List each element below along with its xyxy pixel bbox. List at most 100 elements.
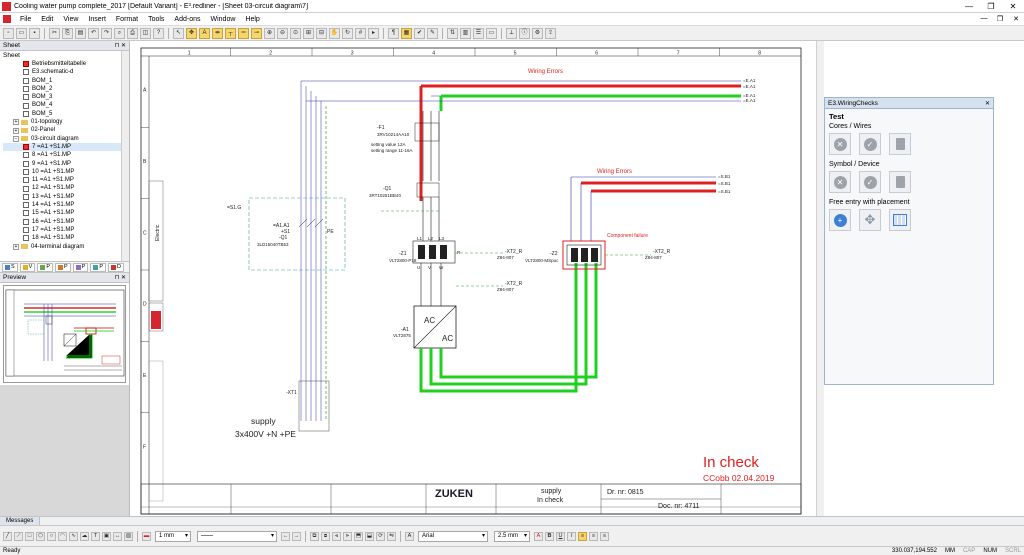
- sheet-checkbox[interactable]: [23, 227, 29, 234]
- wire-reject-button[interactable]: ✕: [829, 133, 851, 155]
- undo-icon[interactable]: ↶: [88, 27, 99, 39]
- align-text-left-icon[interactable]: ≡: [578, 531, 587, 541]
- rectangle-tool-icon[interactable]: □: [25, 531, 34, 541]
- settings-icon[interactable]: ⚙: [532, 27, 543, 39]
- underline-icon[interactable]: U: [556, 531, 565, 541]
- free-entry-table-button[interactable]: [889, 209, 911, 231]
- tree-item[interactable]: BOM_3: [3, 93, 129, 101]
- free-entry-add-button[interactable]: +: [829, 209, 851, 231]
- sheet-checkbox[interactable]: [23, 202, 29, 209]
- arrow-start-icon[interactable]: ←: [281, 531, 290, 541]
- zoom-previous-icon[interactable]: ⊟: [316, 27, 327, 39]
- circle-tool-icon[interactable]: ○: [47, 531, 56, 541]
- menu-window[interactable]: Window: [210, 15, 236, 23]
- sheet-checkbox[interactable]: [23, 144, 29, 151]
- save-icon[interactable]: ▪: [29, 27, 40, 39]
- tree-item[interactable]: 15 =A1 +S1.MP: [3, 209, 129, 217]
- tree-item[interactable]: +01-topology: [3, 118, 129, 126]
- tree-item[interactable]: BOM_5: [3, 110, 129, 118]
- ungroup-icon[interactable]: ⧈: [321, 531, 330, 541]
- sheet-checkbox[interactable]: [23, 160, 29, 167]
- menu-view[interactable]: View: [63, 15, 79, 23]
- select-icon[interactable]: ↖: [173, 27, 184, 39]
- sheet-checkbox[interactable]: [23, 110, 29, 117]
- align-left-icon[interactable]: ⫷: [332, 531, 341, 541]
- tree-item[interactable]: 7 =A1 +S1.MP: [3, 142, 129, 152]
- expand-icon[interactable]: +: [13, 119, 19, 126]
- sheet-checkbox[interactable]: [23, 86, 29, 93]
- hatch-tool-icon[interactable]: ▧: [124, 531, 133, 541]
- doc-restore-button[interactable]: ❐: [996, 16, 1004, 23]
- tree-item[interactable]: +04-terminal diagram: [3, 243, 129, 251]
- sheet-checkbox[interactable]: [23, 218, 29, 225]
- help-icon[interactable]: ?: [153, 27, 164, 39]
- group-icon[interactable]: ⧉: [310, 531, 319, 541]
- highlight-icon[interactable]: ▦: [401, 27, 412, 39]
- polygon-tool-icon[interactable]: ⬠: [36, 531, 45, 541]
- sheet-checkbox[interactable]: [23, 102, 29, 109]
- font-size-select[interactable]: 2.5 mm: [494, 530, 530, 542]
- new-icon[interactable]: ▫: [3, 27, 14, 39]
- device-delete-button[interactable]: [889, 171, 911, 193]
- line-style-select[interactable]: ⎯⎯⎯⎯: [197, 530, 277, 542]
- panel-tab[interactable]: D: [108, 262, 125, 272]
- check-icon[interactable]: ✔: [414, 27, 425, 39]
- panel-pin-icon[interactable]: ⊓ ✕: [114, 43, 126, 49]
- panel-tab[interactable]: P: [37, 262, 54, 272]
- table-icon[interactable]: ▥: [460, 27, 471, 39]
- redline-pin-icon[interactable]: ┬: [225, 27, 236, 39]
- open-icon[interactable]: ▭: [16, 27, 27, 39]
- redline-connect-icon[interactable]: ⊸: [251, 27, 262, 39]
- bold-icon[interactable]: B: [545, 531, 554, 541]
- menu-file[interactable]: File: [20, 15, 32, 23]
- tree-item[interactable]: 8 =A1 +S1.MP: [3, 151, 129, 159]
- export-icon[interactable]: ⇪: [545, 27, 556, 39]
- align-right-icon[interactable]: ⫸: [343, 531, 352, 541]
- sheet-checkbox[interactable]: [23, 185, 29, 192]
- panel-tab[interactable]: P: [90, 262, 107, 272]
- copy-icon[interactable]: ⎘: [62, 27, 73, 39]
- preview-pin-icon[interactable]: ⊓ ✕: [114, 275, 126, 281]
- sheet-checkbox[interactable]: [23, 210, 29, 217]
- preview-icon[interactable]: ◫: [140, 27, 151, 39]
- to-back-icon[interactable]: ⬓: [365, 531, 374, 541]
- cloud-tool-icon[interactable]: ☁: [80, 531, 89, 541]
- doc-minimize-button[interactable]: —: [980, 15, 988, 22]
- arrow-end-icon[interactable]: →: [292, 531, 301, 541]
- free-entry-move-button[interactable]: ✥: [859, 209, 881, 231]
- zoom-fit-icon[interactable]: ⊙: [290, 27, 301, 39]
- tree-item[interactable]: 16 =A1 +S1.MP: [3, 218, 129, 226]
- image-tool-icon[interactable]: ▣: [102, 531, 111, 541]
- mirror-icon[interactable]: ⇋: [387, 531, 396, 541]
- to-front-icon[interactable]: ⬒: [354, 531, 363, 541]
- redline-move-icon[interactable]: ⇹: [212, 27, 223, 39]
- line-tool-icon[interactable]: ╱: [3, 531, 12, 541]
- sheet-checkbox[interactable]: [23, 94, 29, 101]
- menu-edit[interactable]: Edit: [41, 15, 54, 23]
- align-text-center-icon[interactable]: ≡: [589, 531, 598, 541]
- preview-thumbnail[interactable]: [3, 285, 126, 383]
- sheet-checkbox[interactable]: [23, 235, 29, 242]
- sheet-checkbox[interactable]: [23, 169, 29, 175]
- attribute-icon[interactable]: ⓘ: [519, 27, 530, 39]
- sheet-checkbox[interactable]: [23, 177, 29, 184]
- messages-tab[interactable]: Messages: [0, 516, 41, 526]
- line-width-select[interactable]: 1 mm: [155, 530, 191, 542]
- canvas-vertical-scrollbar[interactable]: [816, 41, 824, 516]
- tree-item[interactable]: −03-circuit diagram: [3, 135, 129, 143]
- tree-item[interactable]: 14 =A1 +S1.MP: [3, 201, 129, 209]
- measure-icon[interactable]: ⟂: [506, 27, 517, 39]
- tree-item[interactable]: BOM_1: [3, 77, 129, 85]
- text-tool-icon[interactable]: T: [91, 531, 100, 541]
- draw-icon[interactable]: ✎: [427, 27, 438, 39]
- sheet-next-icon[interactable]: ▸: [368, 27, 379, 39]
- font-icon[interactable]: A: [405, 531, 414, 541]
- zoom-window-icon[interactable]: ⊞: [303, 27, 314, 39]
- sheet-checkbox[interactable]: [23, 193, 29, 200]
- menu-format[interactable]: Format: [115, 15, 139, 23]
- paste-icon[interactable]: ▤: [75, 27, 86, 39]
- tree-item[interactable]: +02-Panel: [3, 126, 129, 134]
- dimension-tool-icon[interactable]: ↔: [113, 531, 122, 541]
- doc-close-button[interactable]: ✕: [1013, 16, 1019, 23]
